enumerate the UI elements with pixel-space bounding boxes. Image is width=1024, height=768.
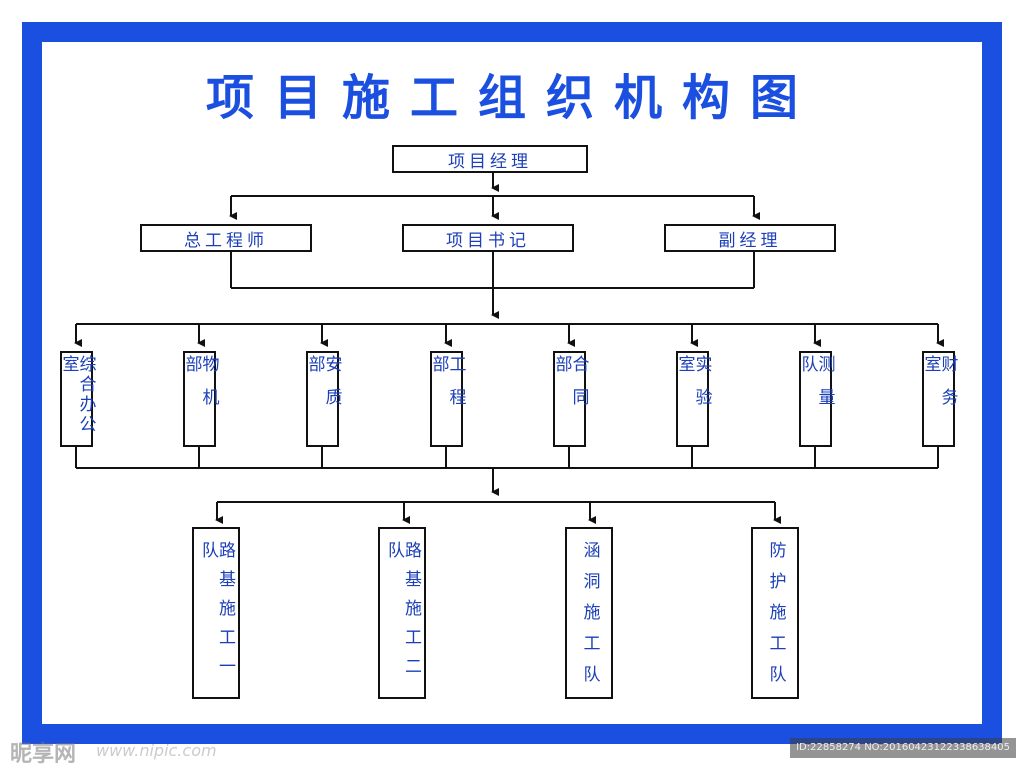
node-project-manager: 项目经理	[392, 145, 588, 173]
node-project-secretary: 项目书记	[402, 224, 574, 252]
node-chief-engineer: 总工程师	[140, 224, 312, 252]
watermark-url: www.nipic.com	[96, 741, 217, 760]
node-dept-laboratory: 实验室	[675, 351, 712, 447]
node-team-subgrade-1: 路基施工一队	[192, 527, 240, 699]
chart-title: 项目施工组织机构图	[205, 70, 818, 126]
node-dept-contracts: 合同部	[552, 351, 589, 447]
node-dept-equipment: 物机部	[182, 351, 219, 447]
node-dept-survey-team: 测量队	[798, 351, 835, 447]
node-dept-general-office: 综合办公室	[59, 351, 96, 447]
node-deputy-manager: 副经理	[664, 224, 836, 252]
node-team-protection: 防护施工队	[751, 527, 799, 699]
node-team-subgrade-2: 路基施工二队	[378, 527, 426, 699]
watermark-id: ID:22858274 NO:20160423122338638405	[790, 738, 1016, 758]
node-dept-engineering: 工程部	[429, 351, 466, 447]
node-team-culvert: 涵洞施工队	[565, 527, 613, 699]
watermark-logo: 昵享网	[10, 742, 77, 767]
node-dept-safety-quality: 安质部	[305, 351, 342, 447]
node-dept-finance: 财务室	[921, 351, 958, 447]
